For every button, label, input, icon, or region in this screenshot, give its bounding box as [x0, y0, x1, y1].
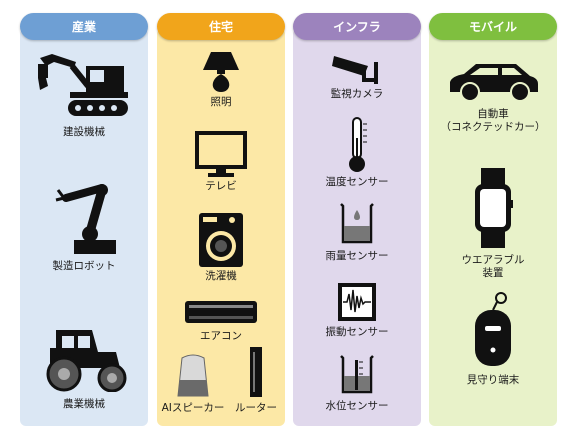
tracker-device-icon [473, 292, 513, 368]
item-lighting: 照明 [157, 50, 285, 109]
tv-icon [194, 130, 248, 178]
item-label: ルーター [235, 402, 277, 414]
item-router: ルーター [227, 346, 285, 415]
item-label: 農業機械 [63, 398, 105, 410]
item-air-conditioner: エアコン [157, 300, 285, 343]
item-agricultural-machine: 農業機械 [20, 328, 148, 411]
item-rain-sensor: 雨量センサー [293, 202, 421, 263]
item-label: 製造ロボット [52, 260, 116, 272]
item-label: AIスピーカー [161, 402, 225, 414]
thermometer-icon [344, 116, 370, 174]
lamp-icon [201, 50, 241, 94]
item-label: 自動車 （コネクテッドカー） [440, 108, 546, 133]
tractor-icon [36, 328, 132, 392]
item-label: 見守り端末 [466, 374, 520, 386]
water-level-icon [337, 354, 377, 396]
security-camera-icon [332, 52, 382, 86]
excavator-icon [36, 52, 132, 120]
item-label: 監視カメラ [330, 88, 384, 100]
column-header-infra: インフラ [293, 13, 421, 40]
column-header-housing: 住宅 [157, 13, 285, 40]
item-label: ウエアラブル 装置 [461, 254, 525, 279]
item-connected-car: 自動車 （コネクテッドカー） [429, 60, 557, 134]
item-label: 雨量センサー [325, 250, 389, 262]
item-label: 洗濯機 [205, 270, 237, 282]
car-icon [446, 60, 540, 104]
item-label: 建設機械 [63, 126, 105, 138]
item-label: 温度センサー [325, 176, 389, 188]
item-label: テレビ [205, 180, 237, 192]
item-tv: テレビ [157, 130, 285, 193]
item-water-level-sensor: 水位センサー [293, 354, 421, 413]
item-label: エアコン [200, 330, 242, 342]
item-vibration-sensor: 振動センサー [293, 282, 421, 339]
router-icon [247, 346, 265, 398]
column-header-industry: 産業 [20, 13, 148, 40]
robot-arm-icon [44, 184, 124, 256]
washing-machine-icon [198, 212, 244, 268]
item-manufacturing-robot: 製造ロボット [20, 184, 148, 273]
item-wearable: ウエアラブル 装置 [429, 168, 557, 280]
item-ai-speaker: AIスピーカー [157, 352, 229, 415]
vibration-sensor-icon [337, 282, 377, 322]
air-conditioner-icon [184, 300, 258, 324]
rain-gauge-icon [337, 202, 377, 246]
item-security-camera: 監視カメラ [293, 52, 421, 101]
smart-speaker-icon [176, 352, 210, 398]
item-label: 照明 [210, 96, 232, 108]
column-header-mobile: モバイル [429, 13, 557, 40]
item-monitoring-device: 見守り端末 [429, 292, 557, 387]
item-construction-machine: 建設機械 [20, 52, 148, 139]
item-temperature-sensor: 温度センサー [293, 116, 421, 189]
item-label: 水位センサー [325, 400, 389, 412]
item-label: 振動センサー [325, 326, 389, 338]
smartwatch-icon [473, 168, 513, 248]
item-washing-machine: 洗濯機 [157, 212, 285, 283]
